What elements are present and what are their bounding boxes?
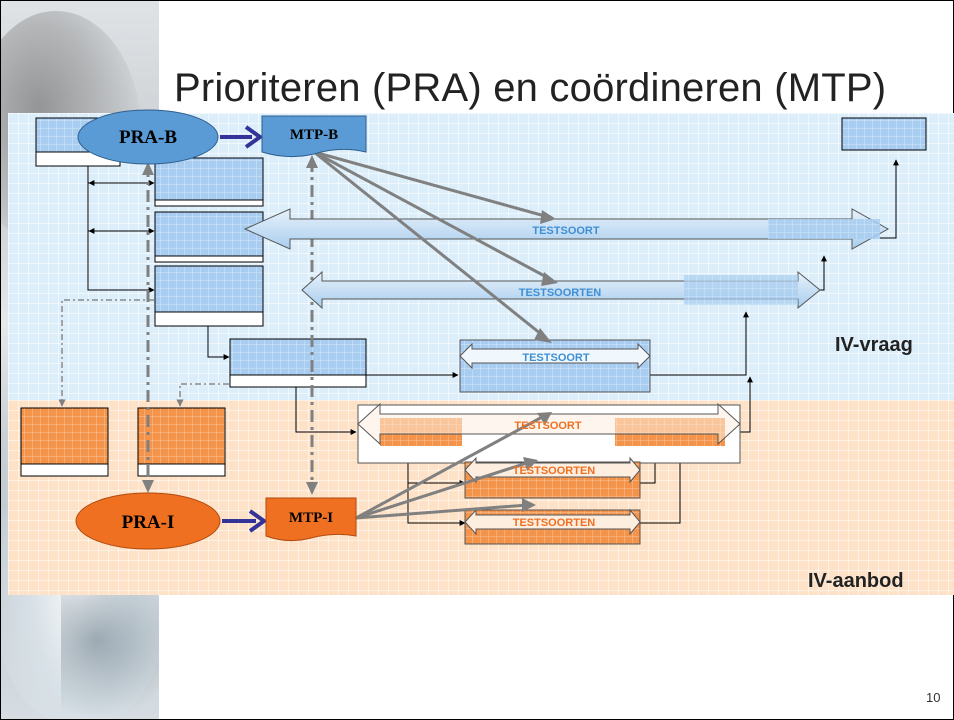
block-arrow-testsoorten-1 — [301, 270, 821, 310]
mtp-b-node — [261, 115, 367, 158]
mtp-i-label: MTP-I — [289, 510, 333, 526]
pra-b-to-mtp-b-arrow — [220, 125, 264, 149]
pra-i-node — [75, 492, 221, 550]
block-arrow-testsoort-1 — [243, 208, 890, 250]
block-arrow-testsoorten-3 — [464, 508, 641, 545]
dashdot-connectors — [58, 299, 229, 407]
testsoort-label-2: TESTSOORT — [522, 352, 590, 364]
pra-i-to-mtp-i-arrow — [222, 509, 268, 533]
pra-b-node — [77, 109, 219, 165]
orange-process-boxes — [20, 407, 226, 477]
testsoorten-label-1: TESTSOORTEN — [519, 287, 602, 299]
testsoort-label-1: TESTSOORT — [532, 225, 600, 237]
mtp-i-fanout-arrows — [355, 414, 545, 520]
testsoorten-label-3: TESTSOORTEN — [513, 517, 596, 529]
testsoorten-label-2: TESTSOORTEN — [513, 465, 596, 477]
pra-mtp-vertical-links — [146, 160, 314, 492]
pra-b-label: PRA-B — [119, 127, 177, 148]
page-number: 10 — [926, 690, 941, 705]
block-arrow-testsoort-2 — [459, 339, 651, 393]
iv-aanbod-label: IV-aanbod — [808, 570, 904, 592]
iv-vraag-label: IV-vraag — [835, 334, 913, 356]
block-arrow-testsoorten-2 — [464, 456, 641, 499]
mtp-b-fanout-arrows — [313, 150, 553, 340]
flow-connectors — [87, 159, 899, 526]
testsoort-label-3: TESTSOORT — [514, 420, 582, 432]
slide-title: Prioriteren (PRA) en coördineren (MTP) — [174, 66, 887, 110]
pra-i-label: PRA-I — [122, 512, 175, 533]
mtp-i-node — [265, 497, 357, 542]
mtp-b-label: MTP-B — [290, 127, 338, 143]
